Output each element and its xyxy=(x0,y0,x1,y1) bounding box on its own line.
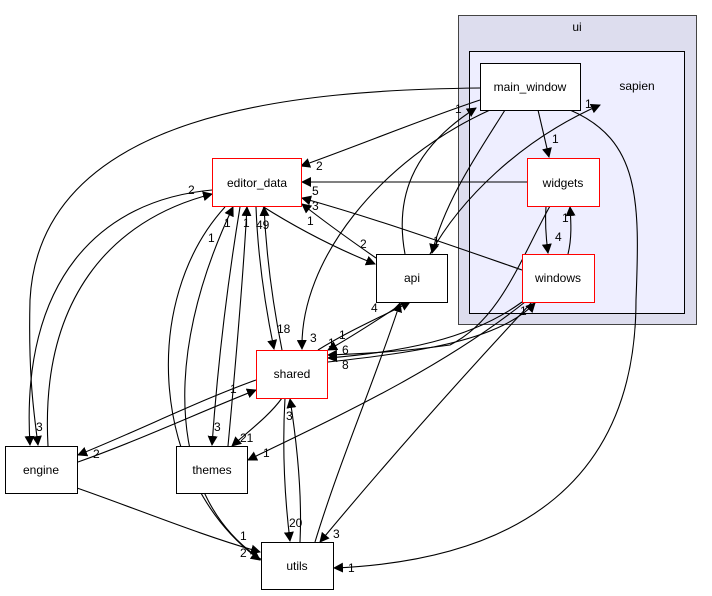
edge-label: 1 xyxy=(348,561,355,575)
cluster-ui-label: ui xyxy=(572,20,581,34)
edge-windows-to-editor_data xyxy=(301,195,523,271)
node-label: engine xyxy=(23,463,59,477)
edge-label: 1 xyxy=(263,446,270,460)
edge-label: 20 xyxy=(289,516,303,530)
edge-label: 1 xyxy=(562,211,569,225)
node-label: editor_data xyxy=(227,176,287,190)
edge-editor_data-to-shared xyxy=(255,206,278,350)
edge-main_window-to-utils xyxy=(333,109,638,573)
edge-main_window-to-widgets xyxy=(537,109,552,158)
edge-utils-to-editor_data xyxy=(184,206,263,561)
node-label: api xyxy=(404,271,420,285)
edge-api-to-shared xyxy=(327,301,406,351)
edge-label: 2 xyxy=(240,546,247,560)
edge-label: 1 xyxy=(240,529,247,543)
edges xyxy=(24,87,638,573)
node-editor-data[interactable]: editor_data xyxy=(212,158,302,207)
node-label: main_window xyxy=(494,80,567,94)
edge-label: 2 xyxy=(93,447,100,461)
edge-label: 18 xyxy=(277,322,291,336)
edge-label: 3 xyxy=(333,527,340,541)
node-label: themes xyxy=(192,463,231,477)
edge-themes-to-editor_data xyxy=(227,206,252,447)
edge-labels: 2 5 3 2 1 1 1 1 4 1 1 1 3 4 1 6 8 1 1 3 … xyxy=(36,97,592,575)
edge-shared-to-utils xyxy=(283,397,294,542)
node-windows[interactable]: windows xyxy=(522,254,595,303)
edge-label: 2 xyxy=(316,159,323,173)
edge-label: 1 xyxy=(224,216,231,230)
edge-utils-to-api xyxy=(314,302,402,543)
node-label: shared xyxy=(274,367,311,381)
edge-editor_data-to-themes xyxy=(207,206,241,446)
edge-label: 1 xyxy=(307,214,314,228)
edge-label: 1 xyxy=(339,328,346,342)
edge-label: 5 xyxy=(312,184,319,198)
edge-main_window-to-shared xyxy=(296,109,491,350)
edge-label: 21 xyxy=(240,431,254,445)
edge-label: 1 xyxy=(230,382,237,396)
edge-editor_data-to-utils xyxy=(167,206,261,561)
edge-engine-to-shared xyxy=(77,388,257,463)
edge-shared-to-editor_data xyxy=(259,206,283,351)
edge-windows-to-utils xyxy=(319,301,533,543)
node-label: utils xyxy=(286,559,307,573)
edge-widgets-to-windows xyxy=(541,205,552,254)
edge-main_window-to-editor_data xyxy=(300,99,481,168)
edge-windows-to-shared xyxy=(327,301,523,363)
edge-main_window-to-api xyxy=(429,109,506,254)
edge-editor_data-to-api xyxy=(261,205,376,266)
edge-shared-to-engine xyxy=(77,379,257,457)
node-label: widgets xyxy=(542,176,584,190)
edge-api-to-editor_data xyxy=(301,203,377,259)
edge-label: 1 xyxy=(455,102,462,116)
edge-label: 3 xyxy=(312,199,319,213)
edge-label: 1 xyxy=(585,97,592,111)
edge-main_window-to-engine xyxy=(29,87,481,446)
edge-label: 1 xyxy=(552,132,559,146)
edge-label: 1 xyxy=(208,231,215,245)
node-widgets[interactable]: widgets xyxy=(527,158,600,207)
edge-label: 1 xyxy=(328,336,335,350)
edge-label: 2 xyxy=(360,237,367,251)
node-main-window[interactable]: main_window xyxy=(480,63,581,111)
edge-label: 8 xyxy=(342,358,349,372)
edge-widgets-to-shared xyxy=(327,205,551,360)
edge-label: 3 xyxy=(310,331,317,345)
edge-api-to-main_window xyxy=(401,107,477,255)
edge-api-to-sapien xyxy=(429,104,601,255)
cluster-sapien-label: sapien xyxy=(619,79,654,93)
edge-label: 1 xyxy=(433,234,440,248)
edge-editor_data-to-engine xyxy=(24,189,213,446)
edge-label: 3 xyxy=(36,420,43,434)
node-shared[interactable]: shared xyxy=(256,350,328,399)
edge-shared-to-themes xyxy=(231,397,283,447)
edge-label: 49 xyxy=(256,218,270,232)
edge-label: 1 xyxy=(243,216,250,230)
edge-engine-to-editor_data xyxy=(46,191,213,447)
edge-label: 6 xyxy=(342,343,349,357)
edge-label: 4 xyxy=(555,230,562,244)
node-label: windows xyxy=(534,271,581,285)
edge-engine-to-utils xyxy=(76,487,261,555)
edge-windows-to-themes xyxy=(247,301,526,461)
node-themes[interactable]: themes xyxy=(176,446,248,494)
node-api[interactable]: api xyxy=(376,254,448,303)
node-engine[interactable]: engine xyxy=(5,446,78,494)
node-utils[interactable]: utils xyxy=(261,542,334,590)
edge-label: 1 xyxy=(520,304,527,318)
edge-label: 3 xyxy=(286,409,293,423)
edge-utils-to-shared xyxy=(286,398,302,543)
edge-label: 2 xyxy=(188,183,195,197)
edge-label: 4 xyxy=(371,301,378,315)
edge-windows-to-widgets xyxy=(565,206,576,255)
edge-label: 3 xyxy=(214,420,221,434)
